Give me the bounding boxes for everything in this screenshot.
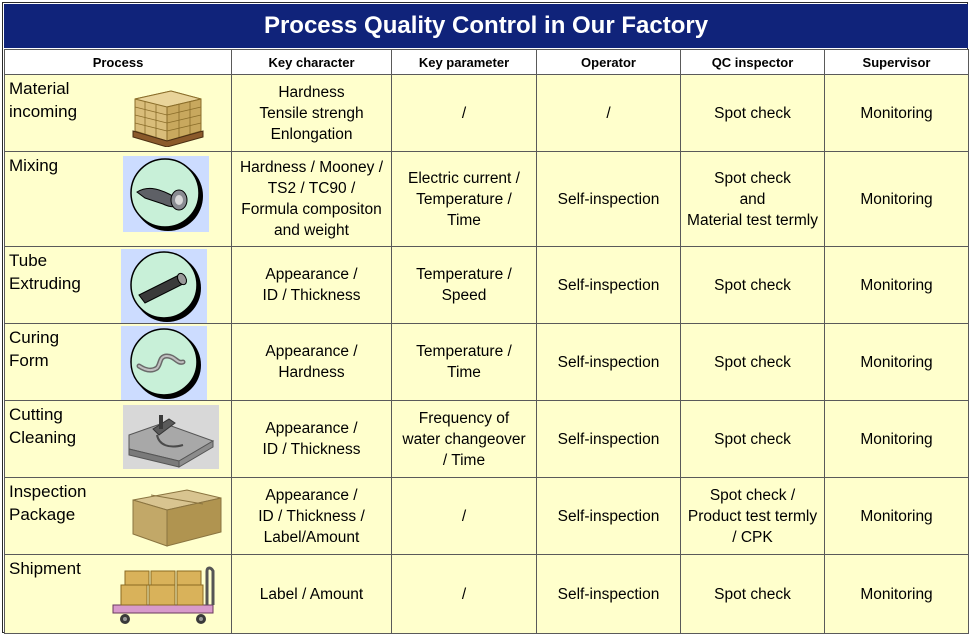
- qc-inspector-cell: Spot check: [680, 74, 825, 152]
- key-character-cell: Appearance / ID / Thickness: [231, 400, 392, 478]
- tube-icon: [121, 249, 207, 323]
- carton-box-icon: [132, 489, 222, 547]
- table-row: Shipment Label / Amount / Self-inspectio…: [4, 554, 969, 634]
- key-character-cell: Hardness Tensile strengh Enlongation: [231, 74, 392, 152]
- supervisor-cell: Monitoring: [824, 477, 969, 555]
- header-supervisor: Supervisor: [824, 49, 969, 75]
- supervisor-cell: Monitoring: [824, 246, 969, 324]
- table-row: Material incoming Hardness Tensile stren…: [4, 74, 969, 152]
- key-character-cell: Appearance / ID / Thickness: [231, 246, 392, 324]
- process-name: Shipment: [9, 559, 81, 578]
- process-name: Tube Extruding: [9, 251, 81, 293]
- key-parameter-cell: Frequency of water changeover / Time: [391, 400, 537, 478]
- key-character-cell: Hardness / Mooney / TS2 / TC90 / Formula…: [231, 151, 392, 247]
- process-cell: Cutting Cleaning: [4, 400, 232, 478]
- process-name: Mixing: [9, 156, 59, 175]
- process-name: Inspection Package: [9, 482, 87, 524]
- header-key-character: Key character: [231, 49, 392, 75]
- operator-cell: Self-inspection: [536, 246, 681, 324]
- process-name: Cutting Cleaning: [9, 405, 77, 447]
- operator-cell: Self-inspection: [536, 554, 681, 634]
- process-name: Material incoming: [9, 79, 78, 121]
- key-character-cell: Label / Amount: [231, 554, 392, 634]
- rubber-sheet-roll-icon: [123, 156, 209, 232]
- supervisor-cell: Monitoring: [824, 74, 969, 152]
- operator-cell: Self-inspection: [536, 151, 681, 247]
- header-operator: Operator: [536, 49, 681, 75]
- qc-inspector-cell: Spot check: [680, 323, 825, 401]
- operator-cell: Self-inspection: [536, 400, 681, 478]
- table-header-row: Process Key character Key parameter Oper…: [4, 49, 969, 75]
- key-parameter-cell: /: [391, 74, 537, 152]
- table-row: Curing Form Appearance / Hardness Temper…: [4, 323, 969, 401]
- hand-truck-icon: [112, 566, 215, 624]
- key-parameter-cell: Electric current / Temperature / Time: [391, 151, 537, 247]
- page-title: Process Quality Control in Our Factory: [4, 4, 968, 48]
- qc-inspector-cell: Spot check and Material test termly: [680, 151, 825, 247]
- process-cell: Inspection Package: [4, 477, 232, 555]
- key-parameter-cell: /: [391, 477, 537, 555]
- process-cell: Material incoming: [4, 74, 232, 152]
- key-character-cell: Appearance / ID / Thickness / Label/Amou…: [231, 477, 392, 555]
- supervisor-cell: Monitoring: [824, 554, 969, 634]
- header-qc-inspector: QC inspector: [680, 49, 825, 75]
- operator-cell: Self-inspection: [536, 323, 681, 401]
- key-parameter-cell: Temperature / Speed: [391, 246, 537, 324]
- process-name: Curing Form: [9, 328, 60, 370]
- qc-inspector-cell: Spot check: [680, 246, 825, 324]
- operator-cell: /: [536, 74, 681, 152]
- header-process: Process: [4, 49, 232, 75]
- qc-table: Process Key character Key parameter Oper…: [4, 49, 969, 634]
- process-cell: Mixing: [4, 151, 232, 247]
- qc-inspector-cell: Spot check / Product test termly / CPK: [680, 477, 825, 555]
- key-parameter-cell: Temperature / Time: [391, 323, 537, 401]
- qc-inspector-cell: Spot check: [680, 400, 825, 478]
- curved-hose-icon: [121, 326, 207, 400]
- table-row: Tube Extruding Appearance / ID / Thickne…: [4, 246, 969, 324]
- process-cell: Shipment: [4, 554, 232, 634]
- table-row: Cutting Cleaning Appearance / ID / Thick…: [4, 400, 969, 478]
- cutting-machine-icon: [123, 405, 219, 469]
- supervisor-cell: Monitoring: [824, 151, 969, 247]
- qc-inspector-cell: Spot check: [680, 554, 825, 634]
- key-character-cell: Appearance / Hardness: [231, 323, 392, 401]
- process-cell: Tube Extruding: [4, 246, 232, 324]
- key-parameter-cell: /: [391, 554, 537, 634]
- pallet-boxes-icon: [132, 90, 204, 147]
- table-row: Inspection Package Appearance / ID / Thi…: [4, 477, 969, 555]
- operator-cell: Self-inspection: [536, 477, 681, 555]
- header-key-parameter: Key parameter: [391, 49, 537, 75]
- process-cell: Curing Form: [4, 323, 232, 401]
- supervisor-cell: Monitoring: [824, 323, 969, 401]
- supervisor-cell: Monitoring: [824, 400, 969, 478]
- table-row: Mixing Hardness / Mooney / TS2 / TC90 / …: [4, 151, 969, 247]
